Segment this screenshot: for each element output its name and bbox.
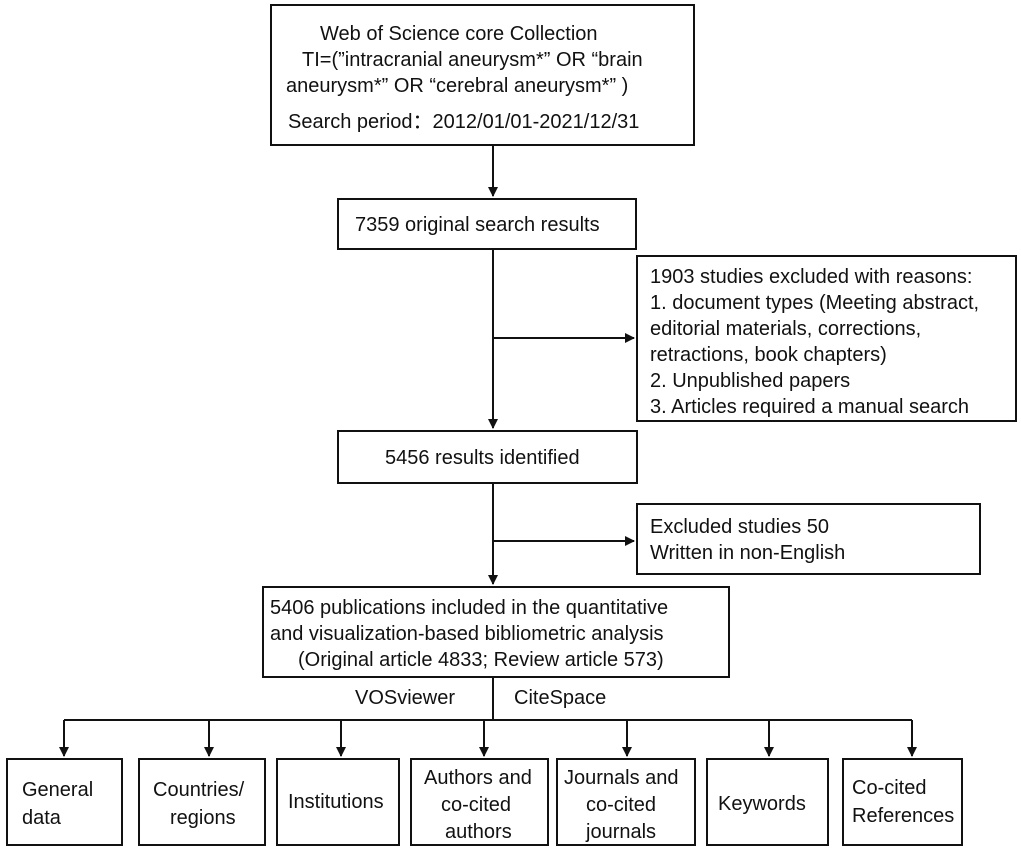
exclusion-reason-1: 1. document types (Meeting abstract, <box>650 292 980 314</box>
exclusion-reasons-box: 1903 studies excluded with reasons: 1. d… <box>636 255 1017 422</box>
category-journals-line3: journals <box>586 821 657 843</box>
exclusion-reason-1c: retractions, book chapters) <box>650 344 887 366</box>
search-db: Web of Science core Collection <box>320 23 598 45</box>
category-countries-line1: Countries/ <box>153 779 245 801</box>
category-journals-line2: co-cited <box>586 794 657 816</box>
exclusion-reason-1b: editorial materials, corrections, <box>650 318 922 340</box>
category-keywords: Keywords <box>706 758 829 846</box>
category-references-line2: References <box>852 805 955 827</box>
search-query-line1: TI=(”intracranial aneurysm*” OR “brain <box>302 49 643 71</box>
included-line1: 5406 publications included in the quanti… <box>270 597 669 619</box>
tool-vosviewer: VOSviewer <box>355 687 456 709</box>
category-journals-line1: Journals and <box>564 767 679 789</box>
category-institutions-line1: Institutions <box>288 791 384 813</box>
original-results-box: 7359 original search results <box>337 198 637 250</box>
category-journals: Journals and co-cited journals <box>556 758 696 846</box>
category-authors-line1: Authors and <box>424 767 532 789</box>
included-publications-box: 5406 publications included in the quanti… <box>262 586 730 678</box>
search-criteria-box: Web of Science core Collection TI=(”intr… <box>270 4 695 146</box>
search-period: Search period：2012/01/01-2021/12/31 <box>288 111 640 133</box>
category-general-data: General data <box>6 758 123 846</box>
original-results-text: 7359 original search results <box>355 214 600 236</box>
category-countries-regions: Countries/ regions <box>138 758 266 846</box>
identified-box: 5456 results identified <box>337 430 638 484</box>
category-authors-line3: authors <box>445 821 512 843</box>
exclusion-reason-3: 3. Articles required a manual search <box>650 396 970 418</box>
tool-citespace: CiteSpace <box>514 687 607 709</box>
category-keywords-line1: Keywords <box>718 793 806 815</box>
category-authors: Authors and co-cited authors <box>410 758 549 846</box>
category-countries-line2: regions <box>170 807 236 829</box>
search-query-line2: aneurysm*” OR “cerebral aneurysm*” ) <box>286 75 629 97</box>
exclusion-reason-2: 2. Unpublished papers <box>650 370 851 392</box>
included-line2: and visualization-based bibliometric ana… <box>270 623 664 645</box>
non-english-count: Excluded studies 50 <box>650 516 830 538</box>
category-references-line1: Co-cited <box>852 777 927 799</box>
category-general-line1: General <box>22 779 94 801</box>
identified-text: 5456 results identified <box>385 447 580 469</box>
category-institutions: Institutions <box>276 758 400 846</box>
included-line3: (Original article 4833; Review article 5… <box>298 649 664 671</box>
category-authors-line2: co-cited <box>441 794 512 816</box>
non-english-exclusion-box: Excluded studies 50 Written in non-Engli… <box>636 503 981 575</box>
exclusion-heading: 1903 studies excluded with reasons: <box>650 266 973 288</box>
category-co-cited-references: Co-cited References <box>842 758 963 846</box>
non-english-reason: Written in non-English <box>650 542 846 564</box>
category-general-line2: data <box>22 807 61 829</box>
